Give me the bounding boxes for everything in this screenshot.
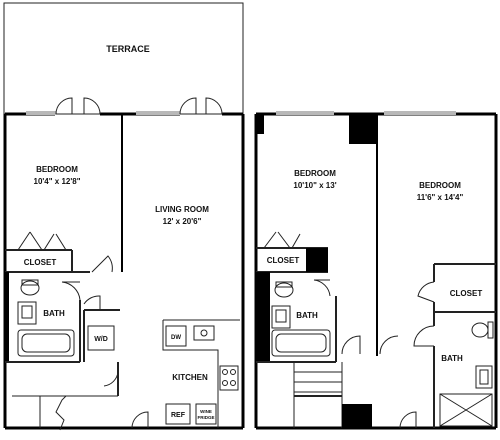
column — [306, 248, 328, 272]
terrace-label: TERRACE — [106, 44, 150, 54]
kitchen-counter — [162, 319, 240, 428]
bath-wall — [5, 272, 9, 362]
bedroom-size: 11'6" x 14'4" — [417, 193, 464, 202]
door-swing — [205, 97, 223, 115]
door-swing — [131, 411, 149, 429]
column — [349, 114, 377, 144]
dishwasher-label: DW — [171, 335, 181, 341]
door-swing — [61, 281, 81, 301]
refrigerator — [165, 403, 191, 425]
bathtub — [271, 329, 331, 357]
stairs — [293, 362, 343, 428]
door-swing — [341, 335, 361, 355]
ref-label: REF — [171, 412, 186, 419]
sink — [271, 305, 291, 329]
bath-wall — [256, 272, 270, 362]
window — [26, 111, 56, 115]
door-swing — [179, 97, 197, 115]
bedroom-size: 10'10" x 13' — [293, 181, 336, 190]
door-swing — [91, 255, 113, 273]
door-swing — [83, 97, 101, 115]
sink — [475, 365, 493, 389]
door-swing — [263, 231, 291, 249]
door-swing — [413, 325, 435, 347]
bathtub — [17, 329, 75, 357]
door-swing — [417, 281, 435, 303]
washer-dryer-label: W/D — [94, 336, 108, 343]
stairs — [39, 395, 67, 431]
dishwasher — [165, 325, 187, 347]
terrace-outline — [3, 2, 244, 115]
bedroom-label: BEDROOM — [36, 165, 78, 174]
toilet — [274, 282, 294, 298]
bedroom-label: BEDROOM — [294, 169, 336, 178]
cooktop — [219, 365, 239, 391]
bath-label: BATH — [296, 311, 318, 320]
bedroom-size: 10'4" x 12'8" — [34, 177, 81, 186]
column — [342, 404, 372, 428]
bath-label: BATH — [441, 354, 463, 363]
closet-label: CLOSET — [24, 258, 57, 267]
bath-label: BATH — [43, 309, 65, 318]
shower — [439, 393, 493, 427]
wine-fridge-label: WINE — [200, 409, 212, 414]
door-swing — [83, 295, 101, 310]
window — [384, 111, 456, 115]
door-swing — [103, 371, 119, 387]
living-room-size: 12' x 20'6" — [163, 217, 202, 226]
door-swing — [399, 411, 417, 429]
wine-fridge — [195, 403, 217, 425]
door-swing — [17, 231, 43, 251]
window — [136, 111, 180, 115]
left-unit — [3, 2, 245, 431]
sink — [17, 301, 37, 325]
washer-dryer — [87, 325, 115, 351]
door-swing — [291, 233, 301, 249]
toilet — [471, 322, 489, 338]
toilet — [20, 280, 40, 296]
kitchen-label: KITCHEN — [172, 373, 208, 382]
closet-label: CLOSET — [450, 289, 483, 298]
bedroom-label: BEDROOM — [419, 181, 461, 190]
closet-label: CLOSET — [267, 256, 300, 265]
living-room-label: LIVING ROOM — [155, 205, 209, 214]
door-swing — [313, 279, 331, 297]
column — [256, 114, 264, 134]
toilet-tank — [21, 279, 39, 286]
door-swing — [43, 233, 67, 251]
door-swing — [379, 335, 399, 355]
wine-fridge-label-2: FRIDGE — [197, 415, 214, 420]
right-unit — [254, 111, 498, 430]
door-swing — [55, 97, 73, 115]
window — [276, 111, 334, 115]
kitchen-sink — [193, 325, 215, 341]
